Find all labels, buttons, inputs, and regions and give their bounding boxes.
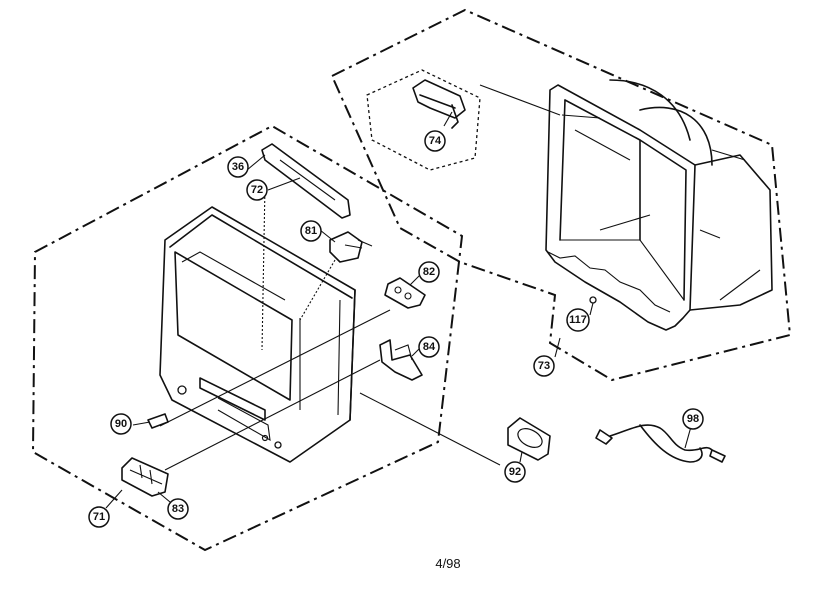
callout-71: 71 [88, 506, 110, 528]
front-assembly-boundary [31, 124, 464, 552]
callout-73: 73 [533, 355, 555, 377]
button-panel [121, 457, 169, 497]
jack-bracket [379, 339, 423, 381]
rear-assembly-boundary [330, 8, 792, 382]
control-knob [147, 413, 169, 429]
svg-text:36: 36 [232, 161, 244, 173]
svg-text:81: 81 [305, 225, 317, 237]
svg-text:72: 72 [251, 184, 263, 196]
bracket-part [412, 79, 466, 129]
callout-83: 83 [167, 498, 189, 520]
mounting-plate [261, 143, 351, 219]
callout-82: 82 [418, 261, 440, 283]
svg-text:74: 74 [429, 135, 442, 147]
svg-text:73: 73 [538, 360, 550, 372]
svg-text:71: 71 [93, 511, 105, 523]
svg-text:84: 84 [423, 341, 436, 353]
svg-text:90: 90 [115, 418, 127, 430]
speaker-part [507, 417, 551, 461]
callout-74: 74 [424, 130, 446, 152]
callout-98: 98 [682, 408, 704, 430]
rear-cabinet [545, 79, 773, 331]
switch-part [329, 231, 373, 263]
callout-81: 81 [300, 220, 322, 242]
callout-84: 84 [418, 336, 440, 358]
svg-text:117: 117 [569, 314, 587, 326]
callout-90: 90 [110, 413, 132, 435]
leader-lines [105, 84, 693, 509]
svg-text:98: 98 [687, 413, 699, 425]
callout-72: 72 [246, 179, 268, 201]
bracket-group-boundary [366, 69, 481, 171]
power-cord [595, 424, 726, 463]
callout-92: 92 [504, 461, 526, 483]
svg-text:82: 82 [423, 266, 435, 278]
front-cabinet [159, 206, 356, 463]
jack-board [384, 277, 426, 309]
callout-117: 117 [566, 308, 590, 332]
callout-36: 36 [227, 156, 249, 178]
svg-text:83: 83 [172, 503, 184, 515]
svg-text:92: 92 [509, 466, 521, 478]
page-footer: 4/98 [435, 556, 460, 571]
